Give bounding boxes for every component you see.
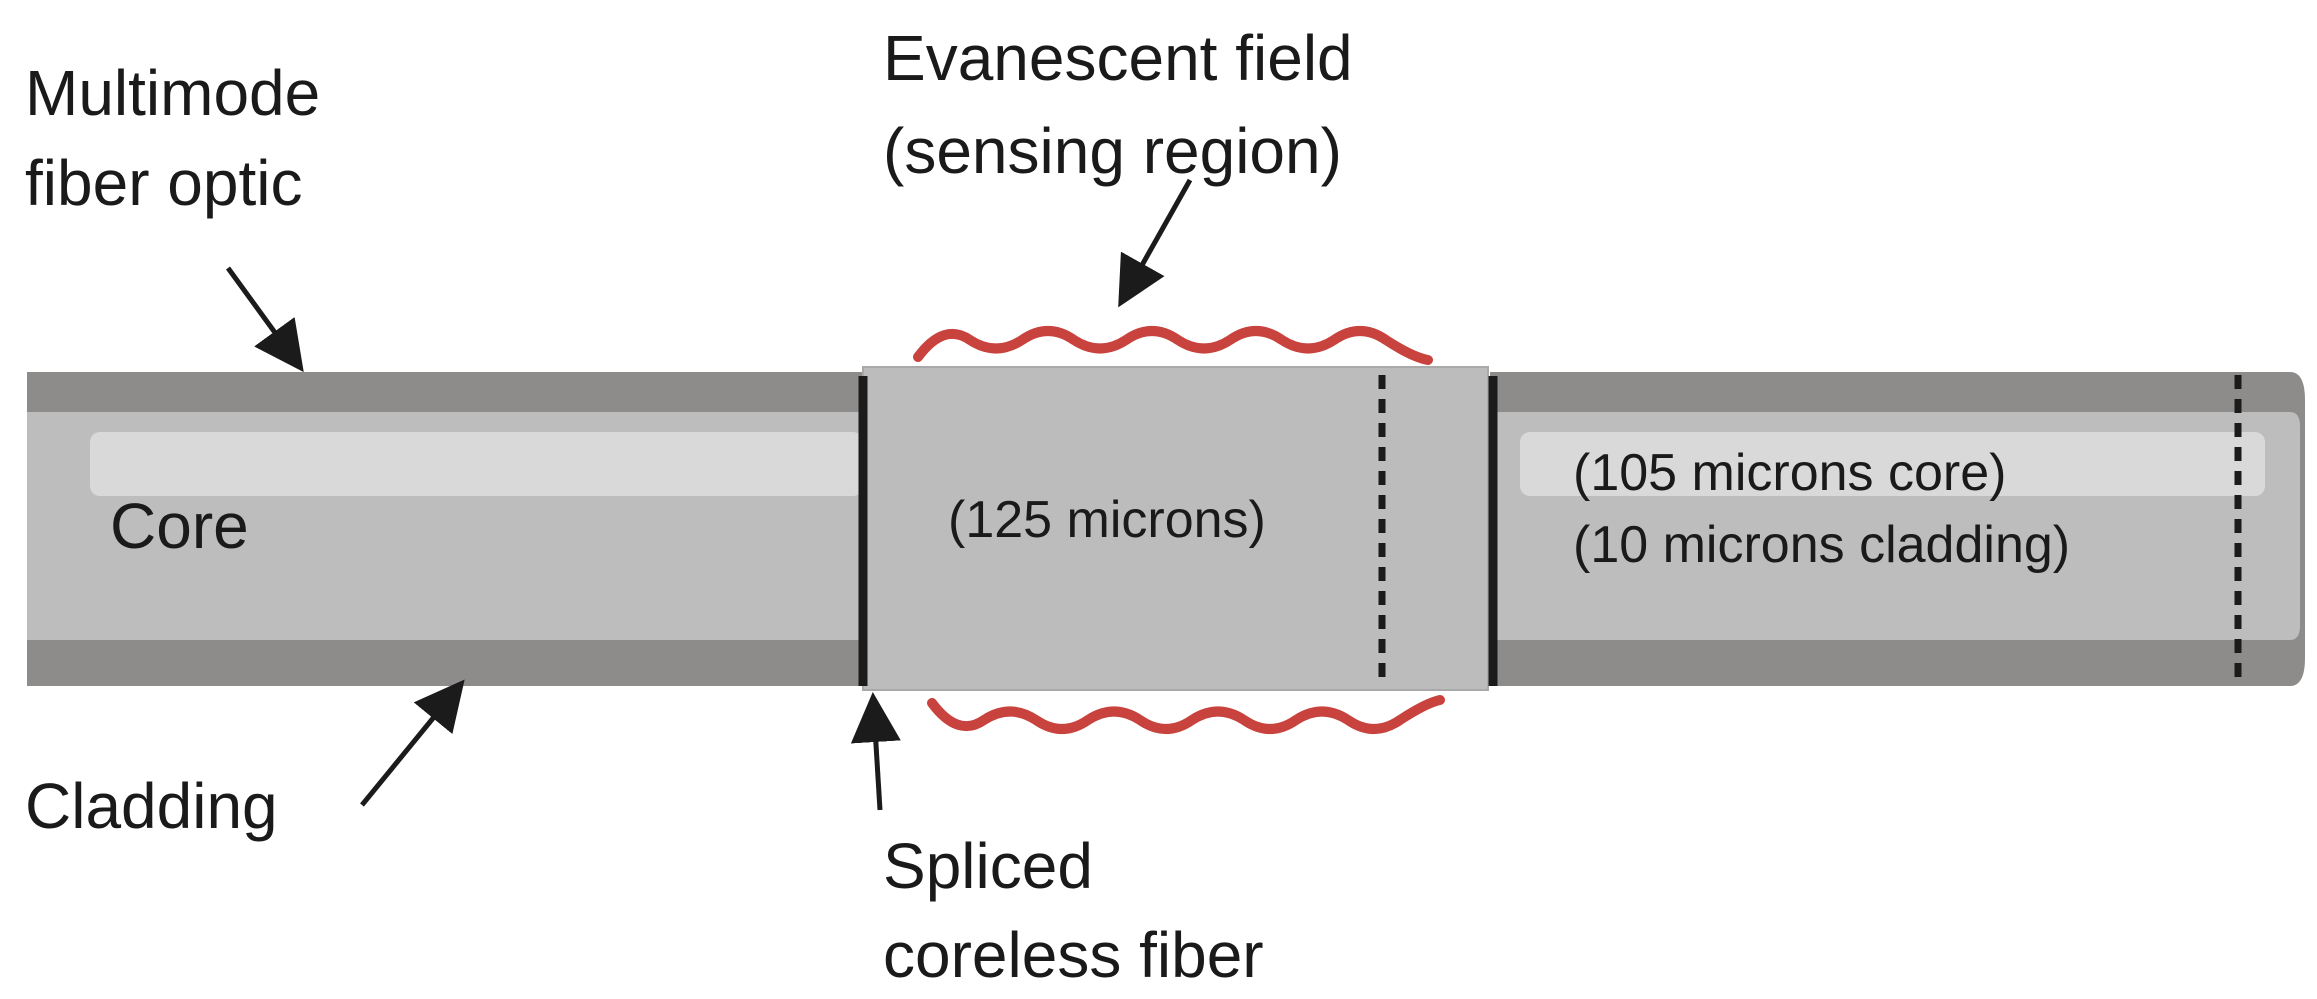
label-right-line2: (10 microns cladding) <box>1573 516 2070 574</box>
left-cladding-top <box>27 372 863 412</box>
coreless-fiber <box>858 366 1498 691</box>
arrow-evanescent <box>1118 178 1193 308</box>
label-spliced-line2: coreless fiber <box>883 919 1264 991</box>
evanescent-wave-bottom <box>927 695 1445 734</box>
left-cladding-bottom <box>27 640 863 686</box>
label-coreless-size: (125 microns) <box>948 491 1266 549</box>
evanescent-wave-top <box>913 326 1433 365</box>
label-right-line1: (105 microns core) <box>1573 444 2006 502</box>
label-spliced-line1: Spliced <box>883 830 1093 902</box>
label-evanescent-line1: Evanescent field <box>883 22 1353 94</box>
arrow-multimode <box>225 266 304 373</box>
label-evanescent-line2: (sensing region) <box>883 115 1342 187</box>
left-fiber <box>27 372 863 686</box>
label-multimode-line1: Multimode <box>25 57 320 129</box>
label-core: Core <box>110 490 249 562</box>
left-core-highlight <box>90 432 863 496</box>
label-multimode-line2: fiber optic <box>25 147 302 219</box>
arrow-spliced <box>850 692 901 811</box>
right-core-highlight <box>1520 432 2265 496</box>
arrow-cladding <box>360 679 465 807</box>
right-fiber <box>1490 372 2305 686</box>
label-cladding: Cladding <box>25 770 278 842</box>
